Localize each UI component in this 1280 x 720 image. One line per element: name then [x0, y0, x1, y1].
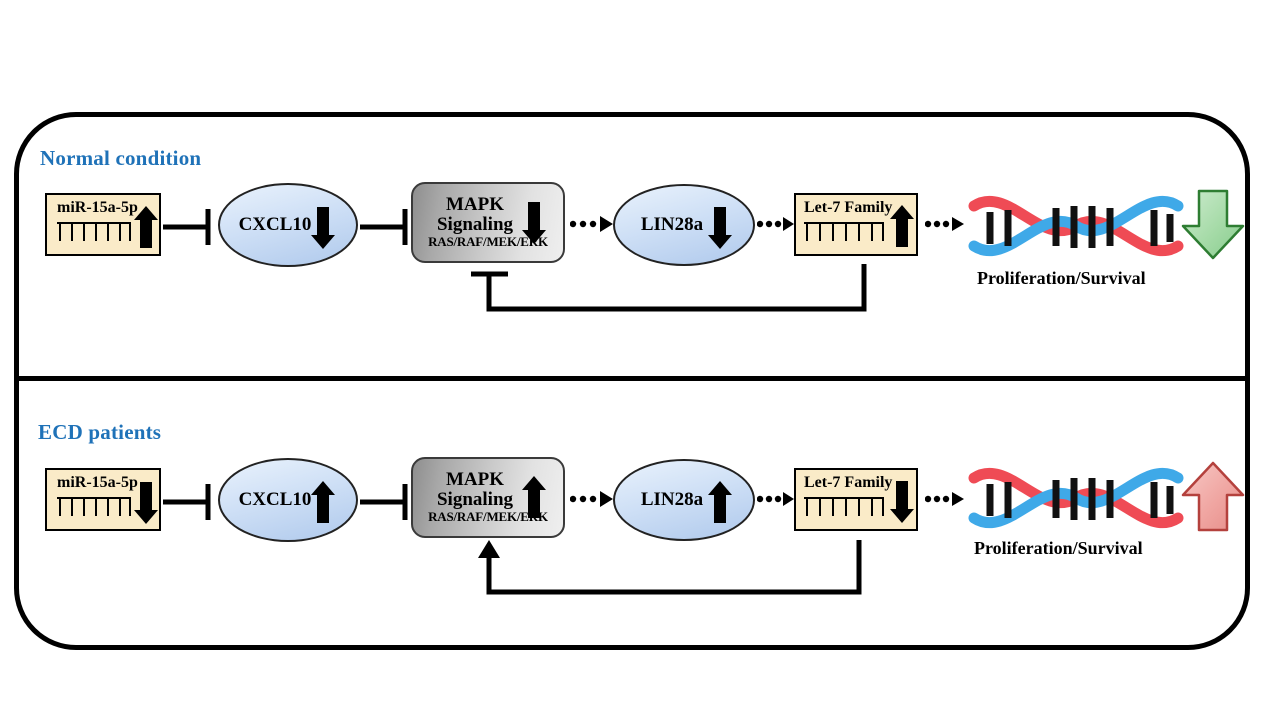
regulation-arrow-up-icon	[708, 481, 732, 523]
node-label-mapk-line3: RAS/RAF/MEK/ERK	[428, 233, 548, 249]
regulation-arrow-up-icon	[522, 476, 546, 518]
node-mir-15a-5p-normal[interactable]: miR-15a-5p	[45, 193, 161, 256]
regulation-arrow-down-icon	[890, 481, 914, 523]
regulation-arrow-down-icon	[708, 207, 732, 249]
node-label-mapk-line2: Signaling	[436, 489, 514, 511]
node-label-let-7-family: Let-7 Family	[804, 199, 893, 216]
connector-inhibition-mir-to-cxcl10-ecd	[163, 484, 211, 520]
regulation-arrow-down-icon	[134, 482, 158, 524]
node-cxcl10-normal[interactable]: CXCL10	[218, 183, 358, 267]
hairpin-motif-icon	[57, 497, 131, 517]
dna-helix-icon-normal	[968, 195, 1184, 257]
node-mapk-signaling-normal[interactable]: MAPK Signaling RAS/RAF/MEK/ERK	[411, 182, 565, 263]
connector-feedback-activation-let7-to-mapk-ecd	[478, 540, 862, 595]
node-label-let-7-family: Let-7 Family	[804, 474, 893, 491]
connector-dotted-mapk-to-lin28a-normal	[570, 216, 613, 232]
hairpin-motif-icon	[57, 222, 131, 242]
node-label-cxcl10: CXCL10	[238, 489, 312, 510]
hairpin-motif-icon	[804, 497, 884, 517]
connector-dotted-lin28a-to-let7-ecd	[757, 492, 794, 506]
regulation-arrow-up-icon	[890, 205, 914, 247]
node-label-mapk-line2: Signaling	[436, 214, 514, 236]
connector-dotted-lin28a-to-let7-normal	[757, 217, 794, 231]
node-label-cxcl10: CXCL10	[238, 214, 312, 235]
outcome-arrow-down-icon-normal	[1181, 189, 1245, 260]
node-label-mapk-line1: MAPK	[445, 469, 505, 491]
connector-dotted-let7-to-dna-normal	[925, 217, 964, 231]
connector-feedback-inhibition-let7-to-mapk-normal	[471, 264, 867, 312]
regulation-arrow-down-icon	[522, 202, 546, 244]
panel-divider	[16, 376, 1248, 381]
connector-dotted-let7-to-dna-ecd	[925, 492, 964, 506]
node-label-lin28a: LIN28a	[640, 489, 704, 510]
node-label-mir-15a-5p: miR-15a-5p	[57, 199, 138, 216]
outcome-arrow-up-icon-ecd	[1181, 461, 1245, 532]
node-label-mapk-line1: MAPK	[445, 194, 505, 216]
connector-inhibition-cxcl10-to-mapk-ecd	[360, 484, 408, 520]
node-let-7-family-ecd[interactable]: Let-7 Family	[794, 468, 918, 531]
node-label-mir-15a-5p: miR-15a-5p	[57, 474, 138, 491]
connector-inhibition-cxcl10-to-mapk-normal	[360, 209, 408, 245]
node-lin28a-normal[interactable]: LIN28a	[613, 184, 755, 266]
connector-inhibition-mir-to-cxcl10-normal	[163, 209, 211, 245]
connector-dotted-mapk-to-lin28a-ecd	[570, 491, 613, 507]
outcome-label-normal: Proliferation/Survival	[977, 268, 1146, 288]
node-label-mapk-line3: RAS/RAF/MEK/ERK	[428, 508, 548, 524]
regulation-arrow-up-icon	[311, 481, 335, 523]
node-cxcl10-ecd[interactable]: CXCL10	[218, 458, 358, 542]
panel-title-normal: Normal condition	[40, 146, 202, 170]
dna-helix-icon-ecd	[968, 467, 1184, 529]
node-mir-15a-5p-ecd[interactable]: miR-15a-5p	[45, 468, 161, 531]
outcome-label-ecd: Proliferation/Survival	[974, 538, 1143, 558]
node-mapk-signaling-ecd[interactable]: MAPK Signaling RAS/RAF/MEK/ERK	[411, 457, 565, 538]
regulation-arrow-down-icon	[311, 207, 335, 249]
regulation-arrow-up-icon	[134, 206, 158, 248]
diagram-frame	[14, 112, 1250, 650]
node-lin28a-ecd[interactable]: LIN28a	[613, 459, 755, 541]
node-label-lin28a: LIN28a	[640, 214, 704, 235]
hairpin-motif-icon	[804, 222, 884, 242]
node-let-7-family-normal[interactable]: Let-7 Family	[794, 193, 918, 256]
panel-title-ecd: ECD patients	[38, 420, 162, 444]
